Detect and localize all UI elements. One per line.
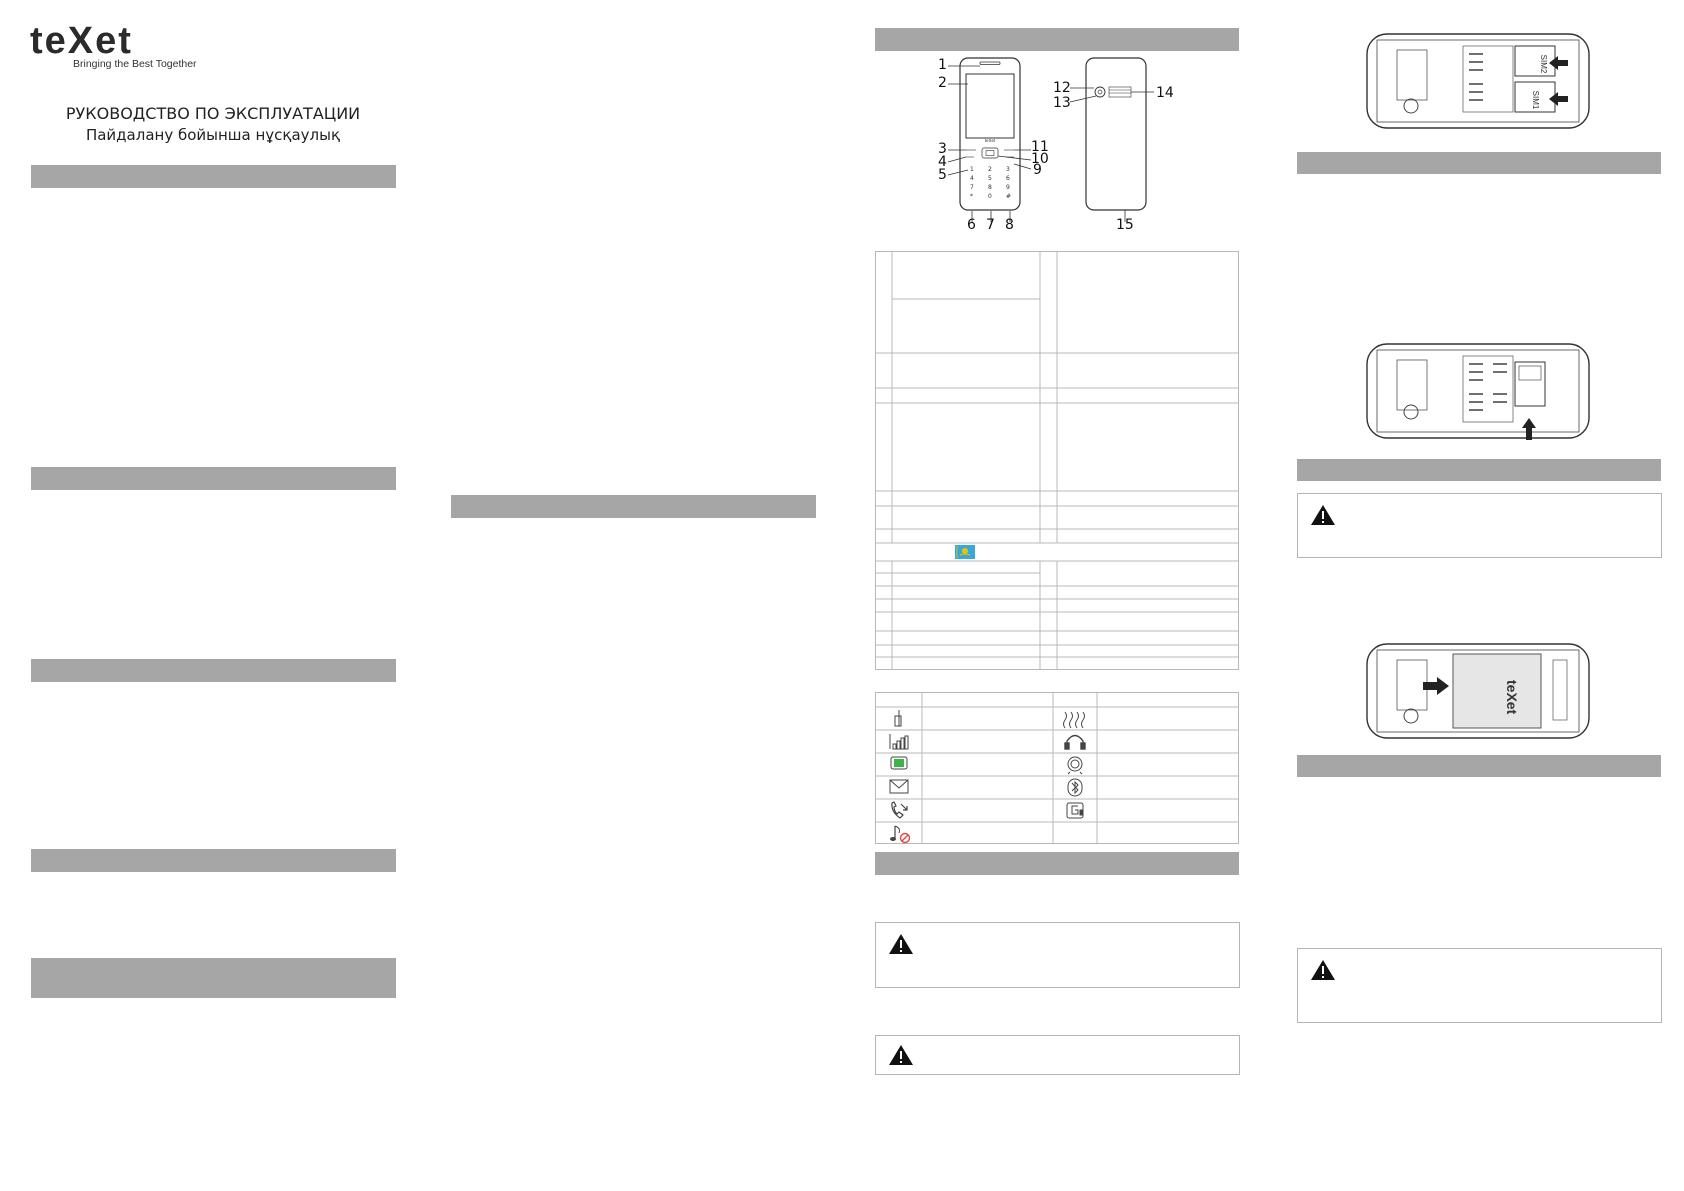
- battery-icon: [890, 756, 908, 770]
- key-star: *: [970, 193, 973, 200]
- callout-9: 9: [1033, 162, 1042, 178]
- gprs-icon: [1066, 802, 1084, 819]
- message-icon: [889, 779, 909, 794]
- key-0: 0: [988, 193, 992, 200]
- headset-icon: [1064, 734, 1086, 750]
- phone-diagram-svg: teXet 1 2 3 4 5 6 7 8 9 * 0 #: [947, 57, 1154, 222]
- callout-8: 8: [1005, 217, 1014, 233]
- warning-box: [1297, 948, 1662, 1023]
- section-header-bar: [1297, 459, 1661, 481]
- section-header-bar: [451, 495, 816, 518]
- key-9: 9: [1006, 184, 1010, 191]
- section-header-bar: [875, 852, 1239, 875]
- section-header-bar: [31, 467, 396, 490]
- callout-5: 5: [938, 167, 947, 183]
- key-7: 7: [970, 184, 974, 191]
- callout-11: 11: [1031, 139, 1049, 155]
- section-header-bar: [1297, 755, 1661, 777]
- signal-antenna-icon: [894, 710, 902, 727]
- key-4: 4: [970, 175, 974, 182]
- manual-title-kk: Пайдалану бойынша нұсқаулық: [85, 126, 341, 144]
- silent-mode-icon: [890, 825, 911, 844]
- callout-3: 3: [938, 141, 947, 157]
- callout-7: 7: [986, 217, 995, 233]
- key-hash: #: [1006, 193, 1011, 200]
- status-icons-table: [875, 692, 1239, 845]
- callout-10: 10: [1031, 151, 1049, 167]
- warning-icon: [889, 1045, 913, 1065]
- callout-15: 15: [1116, 217, 1134, 233]
- warning-box: [875, 922, 1240, 988]
- alarm-icon: [1067, 756, 1083, 775]
- section-header-bar: [1297, 152, 1661, 174]
- callout-4: 4: [938, 154, 947, 170]
- key-3: 3: [1006, 166, 1010, 173]
- missed-call-icon: [891, 801, 908, 819]
- brand-tagline: Bringing the Best Together: [73, 58, 197, 70]
- specs-table-grid: [875, 251, 1239, 670]
- sim1-label: SIM1: [1531, 91, 1540, 110]
- callout-6: 6: [967, 217, 976, 233]
- vibration-icon: [1063, 711, 1085, 729]
- phone-screen-brand: teXet: [985, 138, 996, 143]
- sim2-label: SIM2: [1539, 55, 1548, 74]
- warning-icon: [1311, 505, 1335, 525]
- warning-box: [1297, 493, 1662, 558]
- key-6: 6: [1006, 175, 1010, 182]
- icons-table-grid: [875, 692, 1239, 844]
- key-1: 1: [970, 166, 974, 173]
- signal-bars-icon: [889, 734, 909, 750]
- battery-insertion-diagram: teXet: [1363, 640, 1593, 742]
- bluetooth-icon: [1067, 778, 1083, 797]
- phone-diagram: teXet 1 2 3 4 5 6 7 8 9 * 0 #: [930, 56, 1180, 236]
- section-header-bar: [875, 28, 1239, 51]
- warning-icon: [1311, 960, 1335, 980]
- manual-title-ru: РУКОВОДСТВО ПО ЭКСПЛУАТАЦИИ: [65, 104, 361, 123]
- memory-card-diagram: [1363, 340, 1593, 442]
- specs-table: [875, 251, 1239, 671]
- kazakhstan-flag-icon: [955, 545, 975, 559]
- callout-2: 2: [938, 75, 947, 91]
- callout-14: 14: [1156, 85, 1174, 101]
- callout-13: 13: [1053, 95, 1071, 111]
- callout-12: 12: [1053, 80, 1071, 96]
- battery-brand: teXet: [1504, 680, 1520, 715]
- key-5: 5: [988, 175, 992, 182]
- key-2: 2: [988, 166, 992, 173]
- brand-logo: teXet: [30, 20, 133, 62]
- warning-box: [875, 1035, 1240, 1075]
- section-header-bar: [31, 659, 396, 682]
- section-header-bar: [31, 165, 396, 188]
- sim-insertion-diagram: SIM2 SIM1: [1363, 30, 1593, 132]
- section-header-bar: [31, 958, 396, 998]
- warning-icon: [889, 934, 913, 954]
- key-8: 8: [988, 184, 992, 191]
- callout-1: 1: [938, 57, 947, 73]
- section-header-bar: [31, 849, 396, 872]
